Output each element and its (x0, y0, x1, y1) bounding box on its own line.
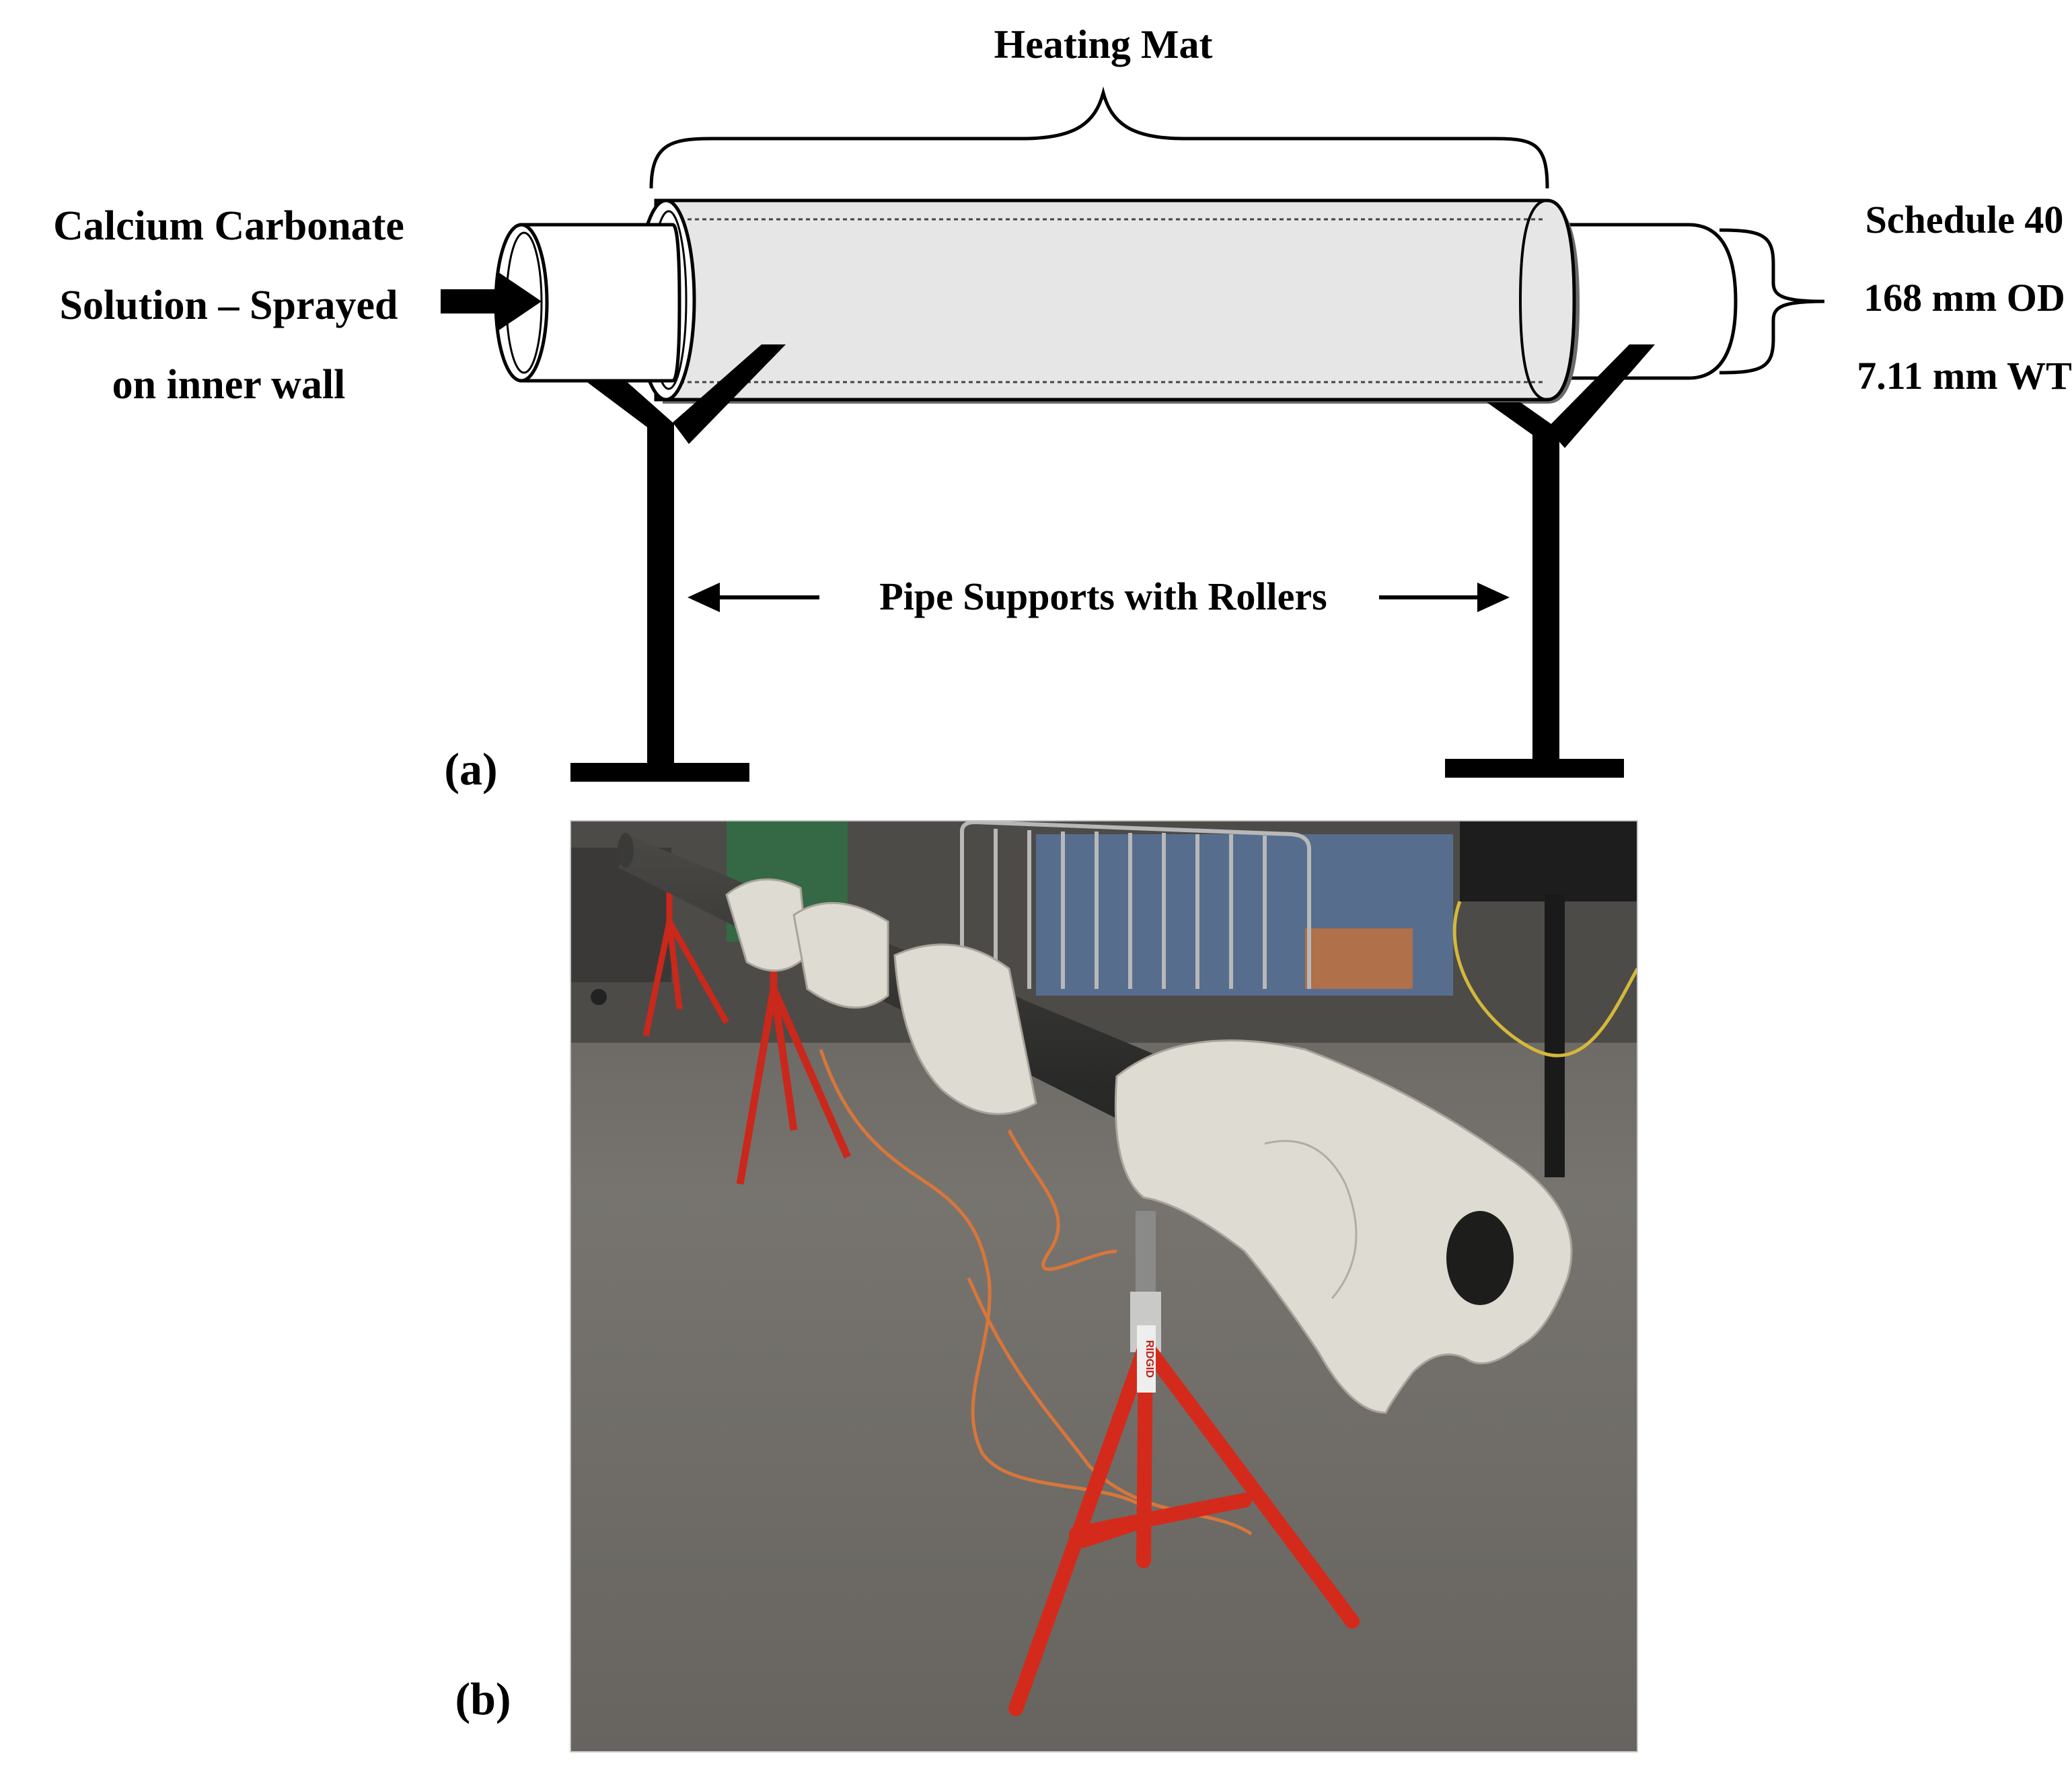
pipe-spec-brace (1719, 228, 1825, 375)
solution-label-line3: on inner wall (112, 362, 346, 408)
schematic-panel: Heating Mat (53, 22, 2072, 794)
supports-dimension-arrows (688, 583, 1510, 612)
pipe-spec-line3: 7.11 mm WT (1857, 354, 2072, 398)
pipe-left-end (519, 223, 681, 383)
front-pipe-stand: RIDGID (1008, 1211, 1360, 1716)
heating-mat-brace (649, 86, 1549, 189)
pipe-spec-line1: Schedule 40 (1865, 198, 2064, 242)
pipe-open-end (1446, 1211, 1514, 1305)
panel-b-label: (b) (455, 1673, 511, 1724)
panel-a-label: (a) (444, 743, 497, 794)
solution-label-line1: Calcium Carbonate (53, 203, 404, 249)
solution-label-line2: Solution – Sprayed (59, 283, 398, 328)
mid-pipe-stand (736, 962, 852, 1185)
far-pipe-stand (642, 888, 729, 1037)
photo-border (570, 820, 1638, 1752)
background-frame (1460, 821, 1637, 901)
left-pipe-support (570, 344, 786, 782)
photo-panel: RIDGID (570, 821, 1637, 1752)
heating-mat-label: Heating Mat (994, 22, 1213, 67)
pipe-supports-label: Pipe Supports with Rollers (879, 575, 1327, 618)
metal-barrier (960, 821, 1311, 989)
right-pipe-support (1445, 344, 1655, 778)
heating-mat-cylinder (636, 198, 1580, 404)
pipe-spec-line2: 168 mm OD (1863, 276, 2065, 320)
stand-brand-label: RIDGID (1144, 1340, 1155, 1378)
spray-arrow (441, 272, 542, 331)
power-cables (819, 1049, 1253, 1536)
pipe-right-end (1525, 223, 1738, 380)
insulation-wraps (725, 878, 1573, 1414)
